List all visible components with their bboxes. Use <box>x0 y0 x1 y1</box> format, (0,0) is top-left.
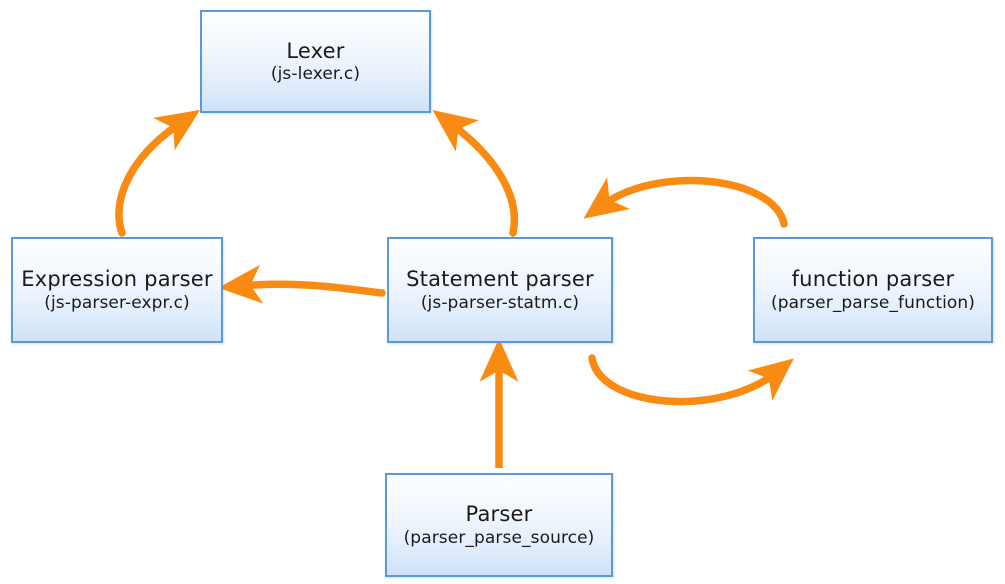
edge-statm-to-func <box>588 354 794 406</box>
node-function-parser[interactable]: function parser (parser_parse_function) <box>753 237 993 343</box>
edge-statm-to-lexer <box>432 110 518 237</box>
node-expression-parser-subtitle: (js-parser-expr.c) <box>44 293 190 314</box>
node-expression-parser-title: Expression parser <box>21 266 213 291</box>
node-lexer-title: Lexer <box>286 38 345 63</box>
node-statement-parser-title: Statement parser <box>406 266 594 291</box>
node-lexer[interactable]: Lexer (js-lexer.c) <box>200 10 431 113</box>
node-statement-parser-subtitle: (js-parser-statm.c) <box>420 293 580 314</box>
edge-statm-to-expr <box>218 264 386 304</box>
node-parser-subtitle: (parser_parse_source) <box>403 527 595 548</box>
node-parser[interactable]: Parser (parser_parse_source) <box>385 473 613 577</box>
edge-func-to-statm <box>583 176 788 228</box>
node-function-parser-subtitle: (parser_parse_function) <box>770 292 976 313</box>
node-expression-parser[interactable]: Expression parser (js-parser-expr.c) <box>11 237 223 343</box>
node-lexer-subtitle: (js-lexer.c) <box>270 64 361 85</box>
edge-expr-to-lexer <box>115 109 201 237</box>
node-parser-title: Parser <box>465 502 533 527</box>
node-function-parser-title: function parser <box>791 267 955 292</box>
node-statement-parser[interactable]: Statement parser (js-parser-statm.c) <box>387 237 613 343</box>
